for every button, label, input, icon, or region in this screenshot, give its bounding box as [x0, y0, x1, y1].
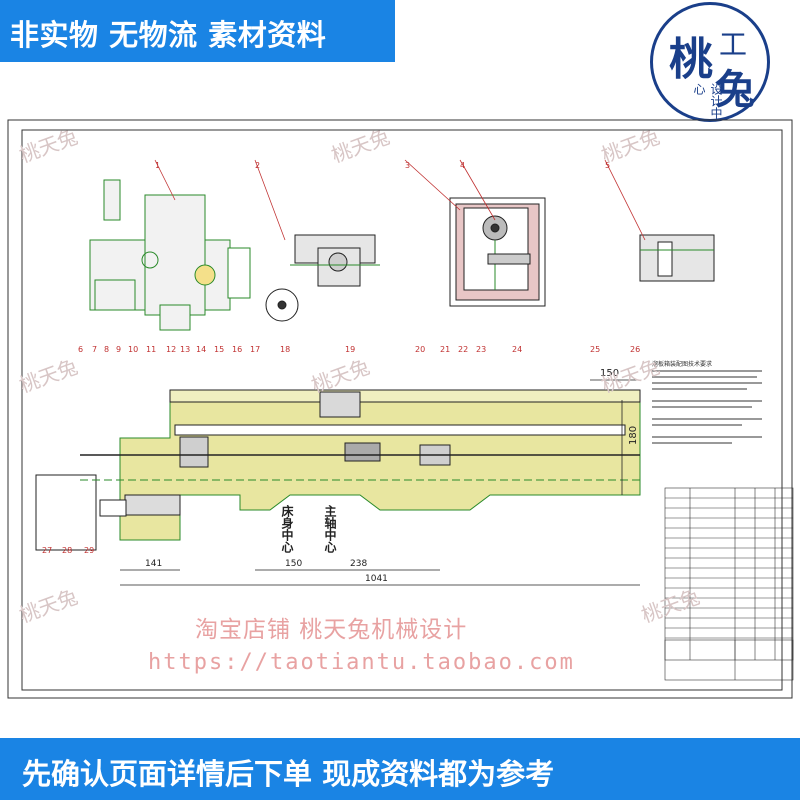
main-assembly [35, 389, 641, 551]
dimensions [120, 379, 640, 586]
parts-table [664, 487, 794, 681]
top-banner: 非实物 无物流 素材资料 [0, 0, 395, 62]
part-number-28: 28 [62, 546, 72, 555]
notes-title: 溜板箱装配图技术要求 [652, 360, 712, 368]
logo-sub: 设计中心 [692, 83, 723, 119]
part-number-17: 17 [250, 345, 260, 354]
part-number-12: 12 [166, 345, 176, 354]
part-number-25: 25 [590, 345, 600, 354]
bottom-banner-text: 先确认页面详情后下单 现成资料都为参考 [22, 757, 555, 791]
dim-150-top: 150 [600, 368, 619, 379]
logo-char-main: 桃 [669, 34, 713, 85]
part-number-8: 8 [104, 345, 109, 354]
watermark-url: https://taotiantu.taobao.com [148, 650, 575, 675]
part-number-15: 15 [214, 345, 224, 354]
dim-150: 150 [285, 559, 302, 569]
part-number-10: 10 [128, 345, 138, 354]
dim-238: 238 [350, 559, 367, 569]
technical-notes: 溜板箱装配图技术要求 [652, 360, 762, 444]
view-4 [449, 197, 546, 307]
view-number-3: 3 [405, 161, 410, 170]
engineering-drawing: 150 180 141 150 238 1041 床身中心 主轴中心 溜板箱装配… [7, 119, 794, 699]
dim-141: 141 [145, 559, 162, 569]
bed-center-label: 床身中心 [280, 504, 294, 554]
dim-1041: 1041 [365, 574, 388, 584]
part-number-9: 9 [116, 345, 121, 354]
logo-char-top: 工 [719, 28, 748, 61]
part-number-29: 29 [84, 546, 94, 555]
watermark-shop: 淘宝店铺 桃天兔机械设计 [195, 617, 468, 643]
logo-char-bottom: 兔 [715, 67, 755, 113]
top-banner-text: 非实物 无物流 素材资料 [10, 18, 327, 52]
view-2 [265, 234, 380, 322]
view-number-4: 4 [460, 161, 465, 170]
part-number-27: 27 [42, 546, 52, 555]
part-number-13: 13 [180, 345, 190, 354]
part-number-21: 21 [440, 345, 450, 354]
part-number-16: 16 [232, 345, 242, 354]
part-number-19: 19 [345, 345, 355, 354]
drawing-frame-inner [21, 129, 783, 691]
part-number-20: 20 [415, 345, 425, 354]
view-number-1: 1 [155, 161, 160, 170]
part-number-6: 6 [78, 345, 83, 354]
part-number-23: 23 [476, 345, 486, 354]
spindle-center-label: 主轴中心 [323, 504, 337, 554]
view-1 [89, 179, 251, 331]
part-number-24: 24 [512, 345, 522, 354]
drawing-frame-outer [7, 119, 793, 699]
part-number-7: 7 [92, 345, 97, 354]
part-number-22: 22 [458, 345, 468, 354]
part-number-18: 18 [280, 345, 290, 354]
part-number-14: 14 [196, 345, 206, 354]
view-number-5: 5 [605, 161, 610, 170]
dim-180: 180 [628, 426, 639, 445]
part-number-11: 11 [146, 345, 156, 354]
view-5 [639, 234, 715, 282]
view-number-2: 2 [255, 161, 260, 170]
brand-logo: 桃 工 兔 设计中心 [650, 2, 770, 122]
bottom-banner: 先确认页面详情后下单 现成资料都为参考 [0, 738, 800, 800]
part-number-26: 26 [630, 345, 640, 354]
